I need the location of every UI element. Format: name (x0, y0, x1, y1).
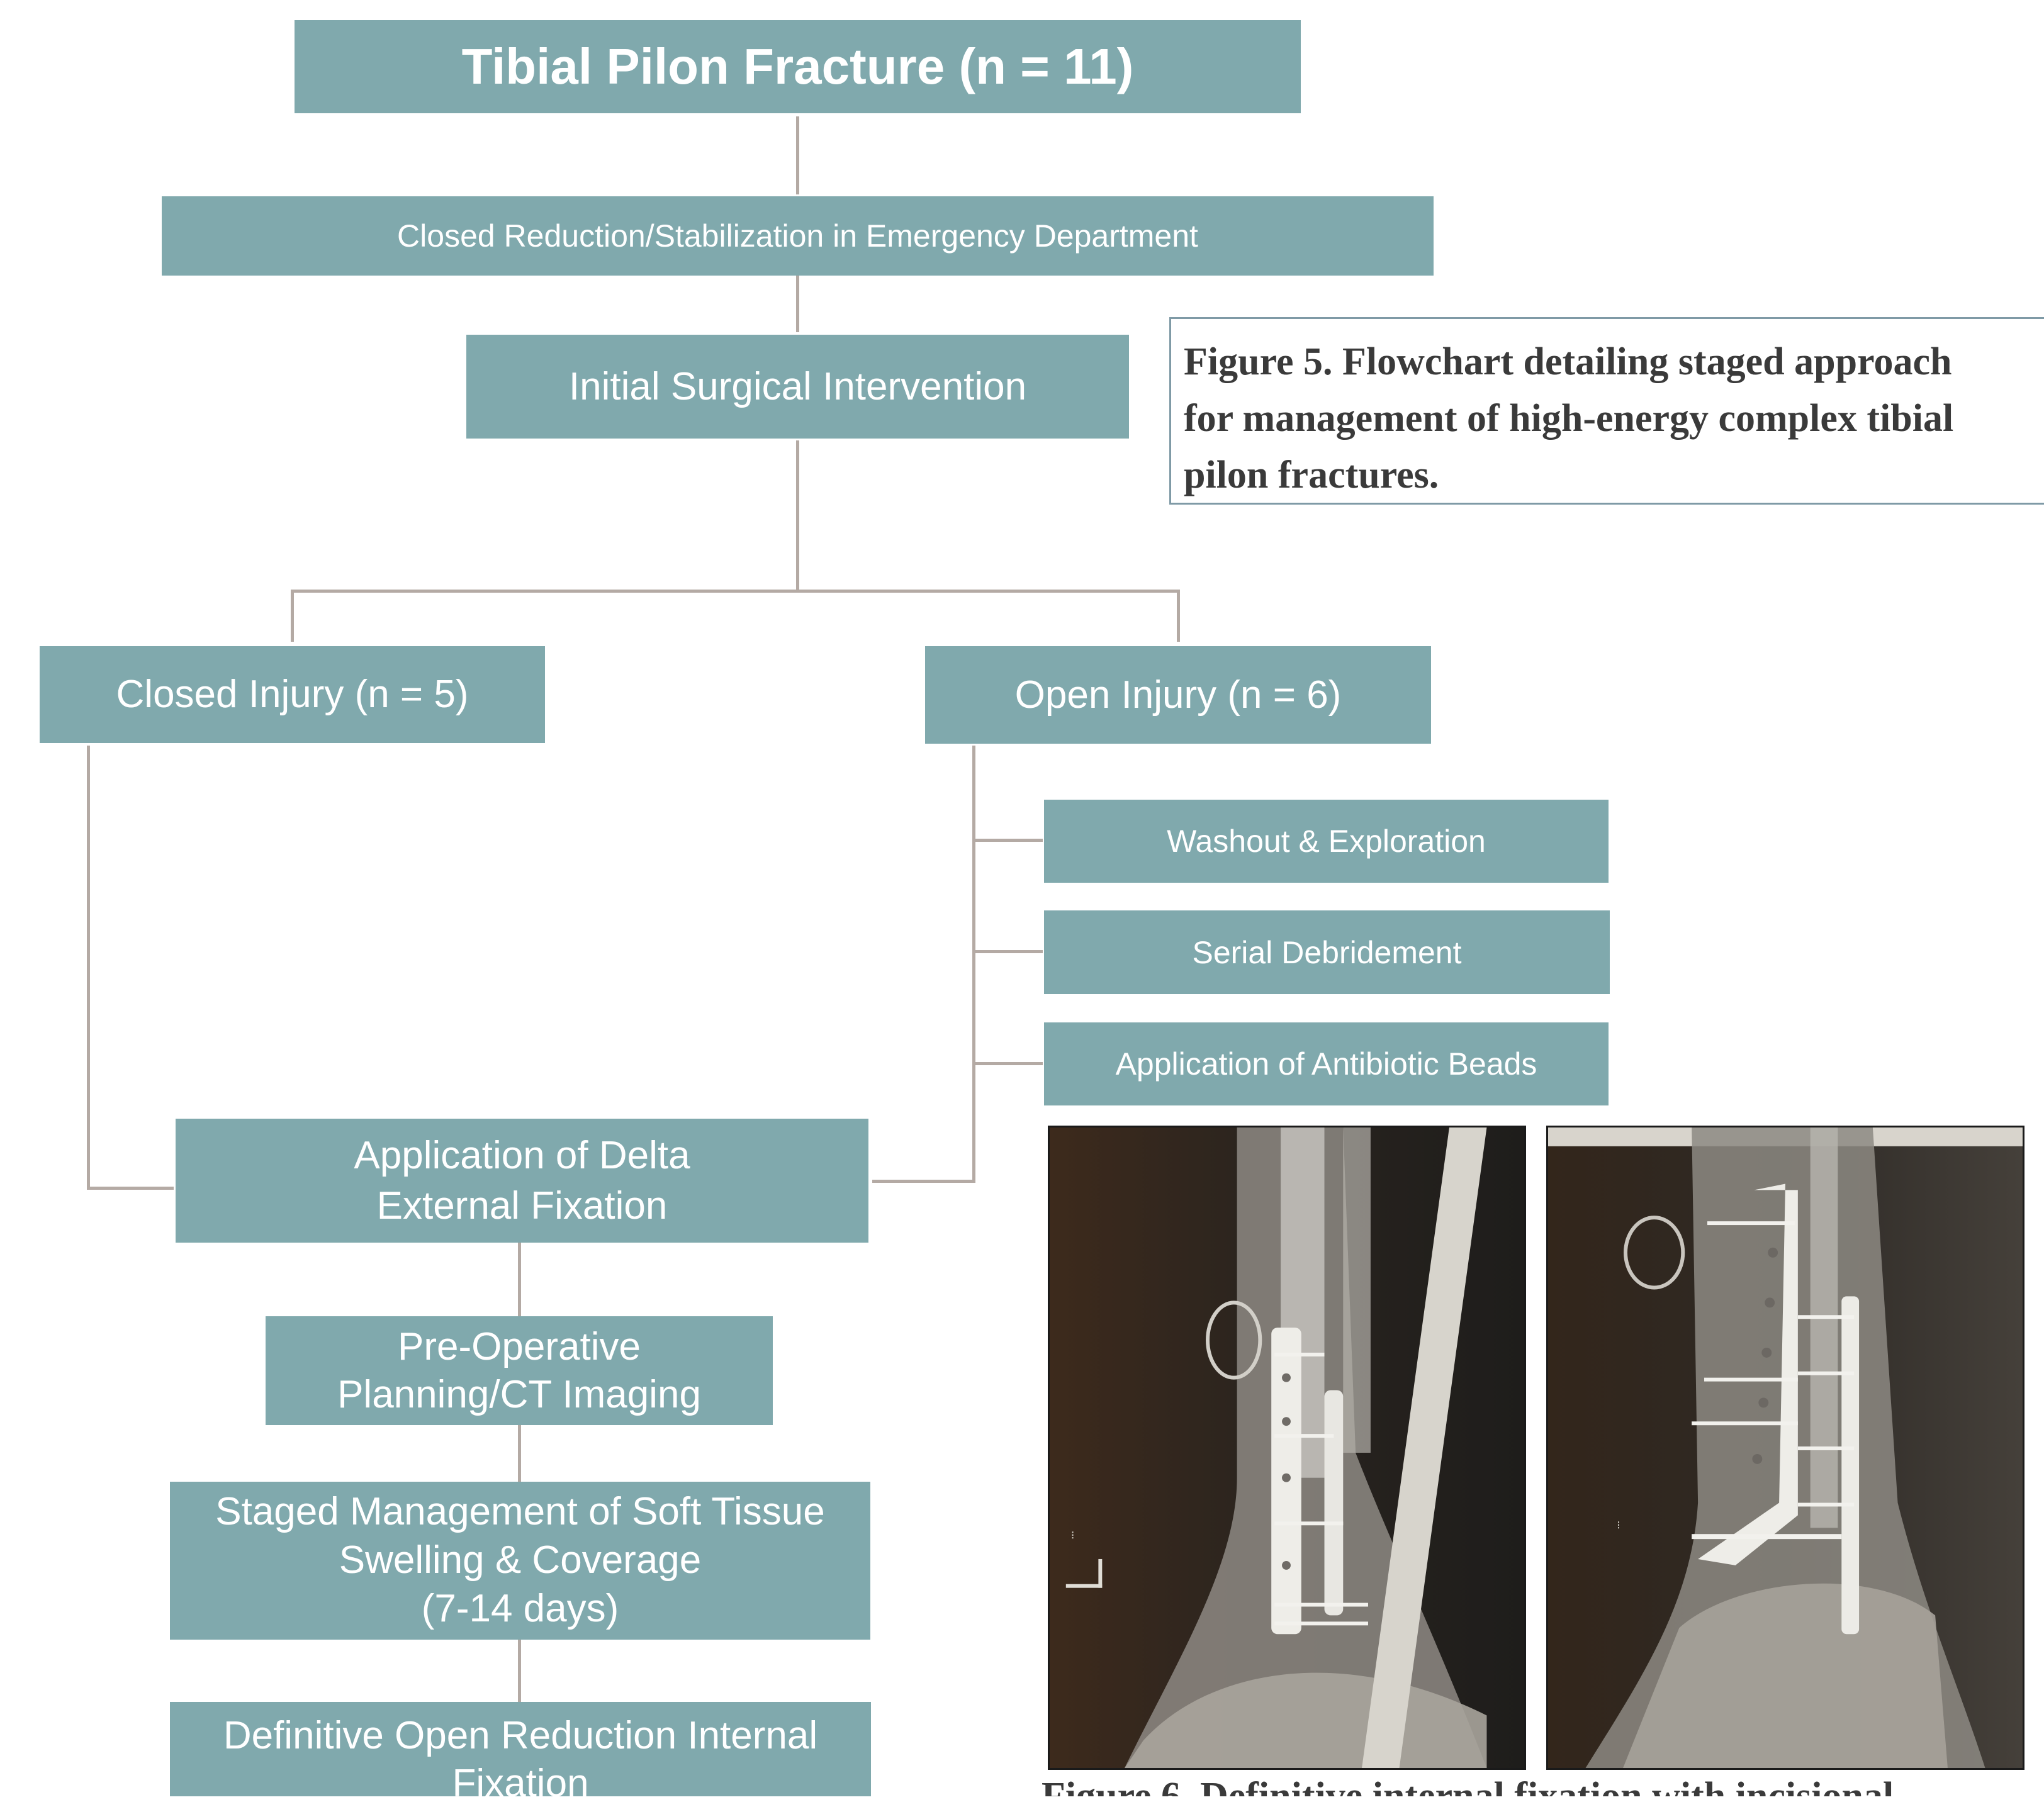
staged-line-1: Staged Management of Soft Tissue (215, 1488, 824, 1536)
connector (87, 746, 90, 1190)
connector (796, 440, 799, 591)
preop-line-2: Planning/CT Imaging (337, 1371, 701, 1419)
connector (87, 1187, 174, 1190)
orif-line-1: Definitive Open Reduction Internal (223, 1712, 817, 1760)
ed-label: Closed Reduction/Stabilization in Emerge… (397, 216, 1198, 256)
orif-node: Definitive Open Reduction Internal Fixat… (170, 1702, 871, 1796)
connector (872, 1180, 975, 1183)
antibiotic-beads-label: Application of Antibiotic Beads (1116, 1044, 1537, 1084)
washout-label: Washout & Exploration (1167, 821, 1486, 861)
connector (972, 950, 1043, 953)
delta-line-2: External Fixation (377, 1181, 668, 1231)
delta-line-1: Application of Delta (354, 1131, 690, 1180)
figure5-caption-line-1: Figure 5. Flowchart detailing staged app… (1184, 334, 2044, 391)
root-node: Tibial Pilon Fracture (n = 11) (295, 20, 1301, 113)
washout-node: Washout & Exploration (1044, 800, 1609, 883)
staged-management-node: Staged Management of Soft Tissue Swellin… (170, 1482, 870, 1640)
figure5-caption-line-2: for management of high-energy complex ti… (1184, 391, 2044, 447)
connector (1177, 590, 1180, 642)
xray-dot-marker: ⁝ (1071, 1529, 1075, 1541)
ed-node: Closed Reduction/Stabilization in Emerge… (162, 196, 1434, 276)
connector (518, 1425, 521, 1482)
figure5-caption-line-3: pilon fractures. (1184, 447, 2044, 504)
xray-dot-marker: ⁝ (1617, 1519, 1620, 1531)
xray-ap-graphic: ⁝ (1548, 1127, 2023, 1768)
open-injury-label: Open Injury (n = 6) (1015, 670, 1342, 720)
root-label: Tibial Pilon Fracture (n = 11) (462, 35, 1134, 99)
closed-injury-node: Closed Injury (n = 5) (40, 646, 545, 743)
debridement-label: Serial Debridement (1193, 932, 1462, 973)
preop-line-1: Pre-Operative (398, 1323, 641, 1371)
connector (291, 590, 294, 642)
xray-image-ap: ⁝ (1546, 1126, 2024, 1770)
connector (796, 274, 799, 332)
initial-surgery-node: Initial Surgical Intervention (466, 335, 1129, 439)
connector (972, 1062, 1043, 1065)
figure5-caption: Figure 5. Flowchart detailing staged app… (1169, 317, 2044, 505)
debridement-node: Serial Debridement (1044, 910, 1610, 994)
open-injury-node: Open Injury (n = 6) (925, 646, 1431, 744)
figure6-caption: Figure 6. Definitive internal fixation w… (1042, 1774, 2044, 1796)
connector (972, 839, 1043, 842)
orif-line-2: Fixation (452, 1760, 588, 1807)
preop-node: Pre-Operative Planning/CT Imaging (266, 1316, 773, 1425)
xray-image-lateral: ⁝ (1048, 1126, 1526, 1770)
xray-lateral-graphic: ⁝ (1050, 1127, 1524, 1768)
closed-injury-label: Closed Injury (n = 5) (116, 669, 469, 719)
delta-fixation-node: Application of Delta External Fixation (176, 1119, 868, 1243)
staged-line-3: (7-14 days) (422, 1585, 619, 1633)
connector (518, 1640, 521, 1702)
connector (291, 590, 1180, 593)
initial-surgery-label: Initial Surgical Intervention (569, 362, 1026, 411)
connector (518, 1243, 521, 1316)
connector (972, 746, 975, 1183)
antibiotic-beads-node: Application of Antibiotic Beads (1044, 1022, 1609, 1105)
staged-line-2: Swelling & Coverage (339, 1536, 702, 1585)
figure6-caption-line: Figure 6. Definitive internal fixation w… (1042, 1774, 2044, 1796)
connector (796, 116, 799, 194)
